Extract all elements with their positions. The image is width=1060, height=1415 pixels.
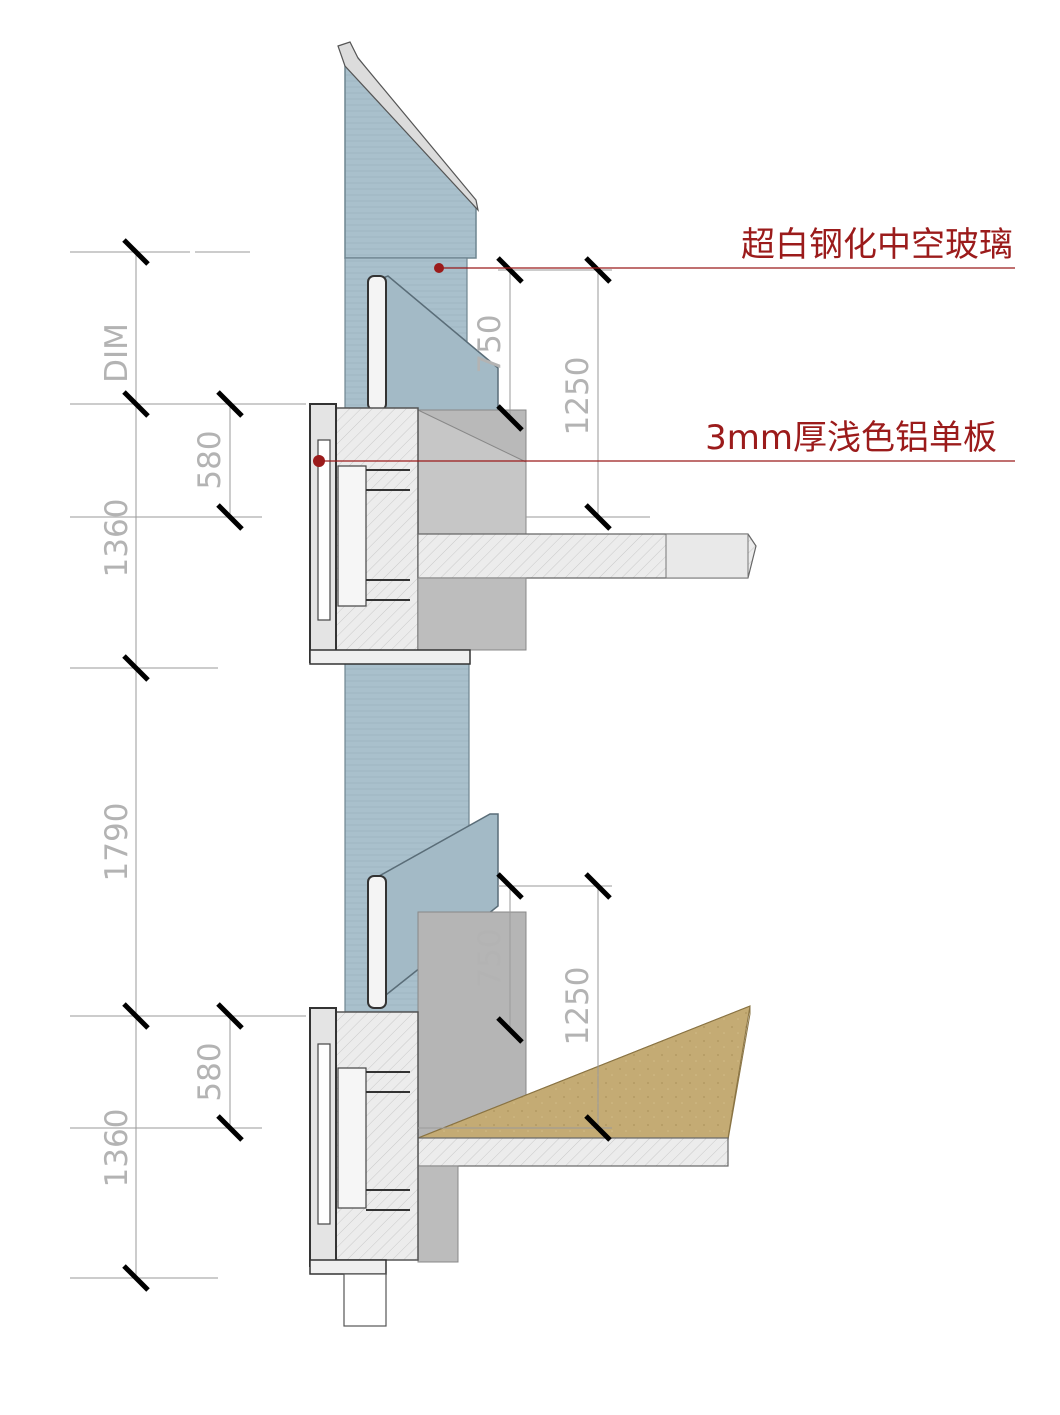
dim-right-upper-b: 1250 (560, 357, 596, 436)
glass-panels (337, 41, 499, 1013)
callout-aluminum: 3mm厚浅色铝单板 (313, 418, 1015, 467)
upper-mullion (367, 275, 387, 411)
right-dimension-lines (418, 269, 650, 1129)
dim-middle-label: 1790 (99, 803, 135, 882)
dim-lower-floor-label: 1360 (99, 1109, 135, 1188)
callout-glass-dot (434, 263, 444, 273)
bottom-mullion-stub (343, 1273, 387, 1327)
upper-spandrel (309, 403, 757, 665)
lower-mullion (367, 875, 387, 1009)
left-dimension-lines (70, 250, 306, 1279)
left-dimension-ticks (122, 238, 244, 1292)
dim-right-lower-b: 1250 (560, 967, 596, 1046)
dim-right-lower-a: 750 (472, 928, 508, 987)
lower-spandrel (309, 911, 751, 1327)
dim-upper-floor-label: 1360 (99, 499, 135, 578)
callout-aluminum-label: 3mm厚浅色铝单板 (705, 418, 997, 458)
dim-inner-lower-label: 580 (192, 1042, 228, 1101)
callout-aluminum-dot (313, 455, 325, 467)
callout-glass-label: 超白钢化中空玻璃 (741, 225, 1013, 265)
dim-right-upper-a: 750 (472, 314, 508, 373)
dim-top-label: DIM (99, 323, 135, 383)
right-dimension-ticks (496, 256, 612, 1142)
lower-slab (417, 1137, 729, 1167)
dim-inner-upper-label: 580 (192, 430, 228, 489)
callout-glass: 超白钢化中空玻璃 (434, 225, 1015, 273)
top-cap-profile (337, 41, 480, 212)
